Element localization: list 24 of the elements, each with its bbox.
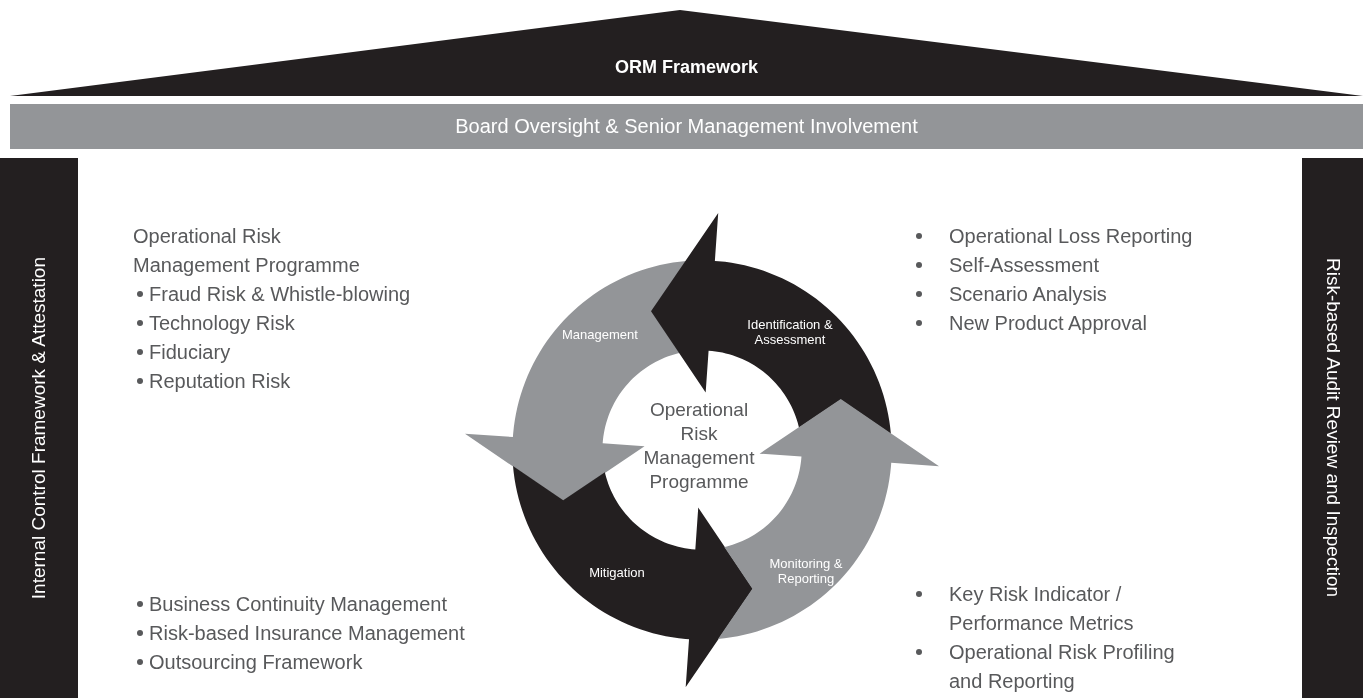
list-item: Fraud Risk & Whistle-blowing [149,282,411,307]
list-item: Operational Loss Reporting [949,224,1193,249]
list-item: Business Continuity Management [149,592,447,617]
list-item: Technology Risk [149,311,295,336]
side-pillar: Internal Control Framework & Attestation [0,158,78,698]
list-item: Risk-based Insurance Management [149,621,465,646]
list-item: Key Risk Indicator / Performance Metrics [949,582,1135,636]
list-item: Self-Assessment [949,253,1100,278]
segment-label: Management [561,327,639,343]
cycle-segment [512,466,753,688]
list-item: Scenario Analysis [949,282,1107,307]
center-label: Operational Risk Management Programme [642,398,756,494]
segment-label: Monitoring & Reporting [768,557,844,587]
title: ORM Framework [615,57,758,78]
banner-bar: Board Oversight & Senior Management Involvement [10,104,1363,149]
list-item: Reputation Risk [149,369,291,394]
list-item: New Product Approval [949,311,1147,336]
segment-label: Mitigation [588,565,646,581]
list-item: Operational Risk Profiling and Reporting [949,640,1176,694]
list-heading: Operational Risk Management Programme [133,224,361,278]
list-item: Fiduciary [149,340,231,365]
list-item: Outsourcing Framework [149,650,363,675]
segment-label: Identification & Assessment [746,318,834,348]
side-pillar: Risk-based Audit Review and Inspection [1302,158,1363,698]
